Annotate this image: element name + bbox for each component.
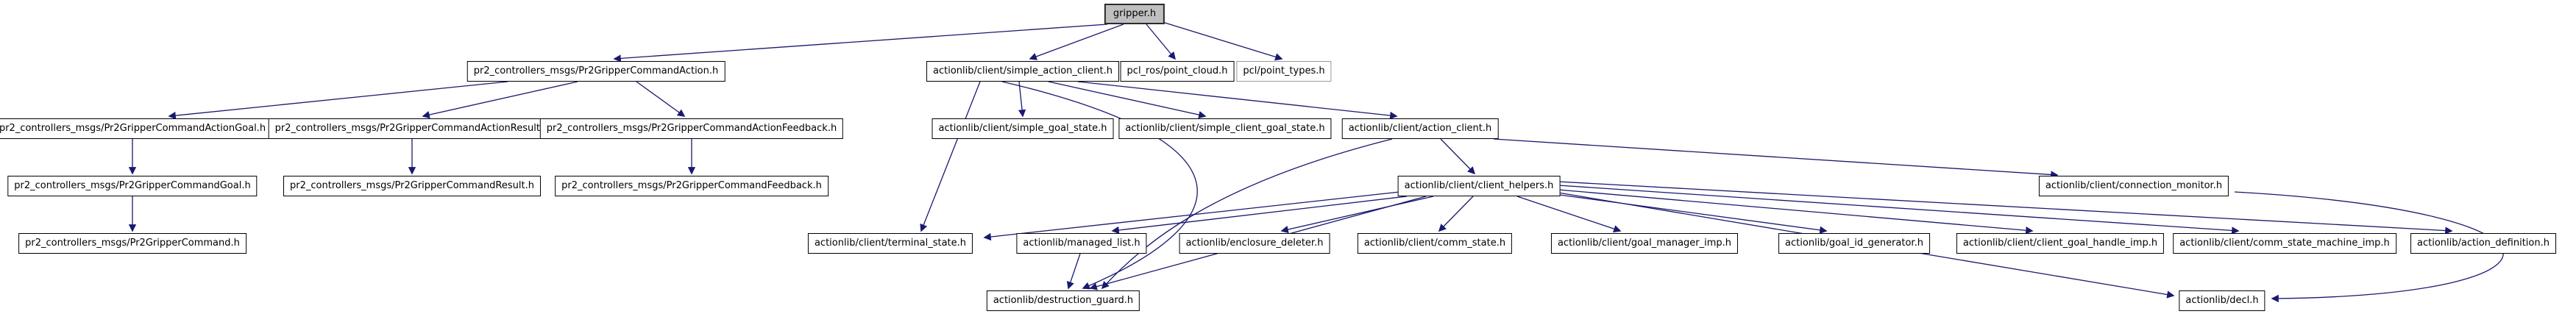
edge-gripper-n1 [613, 24, 1108, 63]
graph-node-n2[interactable]: actionlib/client/simple_action_client.h [926, 61, 1119, 82]
graph-node-n21[interactable]: actionlib/client/goal_manager_imp.h [1550, 233, 1739, 254]
graph-node-n11[interactable]: pr2_controllers_msgs/Pr2GripperCommandGo… [7, 176, 258, 196]
graph-node-n22[interactable]: actionlib/goal_id_generator.h [1778, 233, 1930, 254]
edge-n14-n20 [1438, 196, 1474, 232]
graph-node-n9[interactable]: actionlib/client/simple_client_goal_stat… [1118, 118, 1332, 139]
graph-node-n16[interactable]: pr2_controllers_msgs/Pr2GripperCommand.h [18, 233, 246, 254]
edge-n1-n7 [636, 81, 686, 117]
graph-node-n26[interactable]: actionlib/destruction_guard.h [986, 290, 1140, 311]
edge-n10-n15 [1493, 138, 2059, 179]
edge-n14-n24 [1558, 185, 2240, 235]
edge-n14-n23 [1558, 189, 2034, 235]
edge-n14-n19 [1280, 196, 1434, 234]
graph-node-n14[interactable]: actionlib/client/client_helpers.h [1397, 176, 1561, 196]
graph-node-n6[interactable]: pr2_controllers_msgs/Pr2GripperCommandAc… [268, 118, 556, 139]
graph-node-n7[interactable]: pr2_controllers_msgs/Pr2GripperCommandAc… [539, 118, 844, 139]
edge-n2-n17 [920, 81, 981, 232]
graph-node-n13[interactable]: pr2_controllers_msgs/Pr2GripperCommandFe… [555, 176, 828, 196]
graph-node-n25[interactable]: actionlib/action_definition.h [2410, 233, 2556, 254]
graph-node-n20[interactable]: actionlib/client/comm_state.h [1357, 233, 1513, 254]
graph-node-n1[interactable]: pr2_controllers_msgs/Pr2GripperCommandAc… [466, 61, 725, 82]
graph-node-n17[interactable]: actionlib/client/terminal_state.h [807, 233, 973, 254]
graph-node-n12[interactable]: pr2_controllers_msgs/Pr2GripperCommandRe… [283, 176, 541, 196]
graph-node-n27[interactable]: actionlib/decl.h [2179, 290, 2265, 311]
edge-n2-n26 [1001, 81, 1198, 290]
graph-node-n23[interactable]: actionlib/client/client_goal_handle_imp.… [1956, 233, 2165, 254]
edge-n2-n10 [1077, 81, 1398, 120]
edge-n14-n25 [1558, 181, 2453, 235]
edge-n10-n14 [1440, 138, 1476, 175]
edge-gripper-n3 [1146, 24, 1176, 60]
graph-node-n18[interactable]: actionlib/managed_list.h [1016, 233, 1147, 254]
edge-n2-n9 [1048, 81, 1207, 119]
graph-node-n19[interactable]: actionlib/enclosure_deleter.h [1179, 233, 1330, 254]
graph-node-n4: pcl/point_types.h [1236, 61, 1332, 82]
edge-n18-n26 [1066, 253, 1081, 290]
edge-gripper-n4 [1162, 21, 1283, 61]
graph-node-gripper: gripper.h [1104, 4, 1165, 24]
graph-node-n5[interactable]: pr2_controllers_msgs/Pr2GripperCommandAc… [0, 118, 273, 139]
graph-node-n10[interactable]: actionlib/client/action_client.h [1341, 118, 1499, 139]
edge-gripper-n2 [1029, 24, 1124, 60]
edge-group [128, 21, 2504, 303]
graph-node-n3[interactable]: pcl_ros/point_cloud.h [1120, 61, 1235, 82]
edge-n14-n21 [1516, 196, 1622, 233]
graph-node-n24[interactable]: actionlib/client/comm_state_machine_imp.… [2173, 233, 2396, 254]
edge-n14-n18 [1111, 196, 1408, 235]
edge-n14-n22 [1553, 193, 1828, 234]
graph-node-n15[interactable]: actionlib/client/connection_monitor.h [2038, 176, 2229, 196]
edge-n1-n6 [422, 81, 578, 119]
edge-n1-n5 [168, 81, 508, 120]
edge-n2-n8 [1018, 81, 1026, 118]
edge-n14-n17 [983, 191, 1400, 241]
edge-n10-n26 [1101, 138, 1393, 290]
graph-node-n8[interactable]: actionlib/client/simple_goal_state.h [932, 118, 1114, 139]
